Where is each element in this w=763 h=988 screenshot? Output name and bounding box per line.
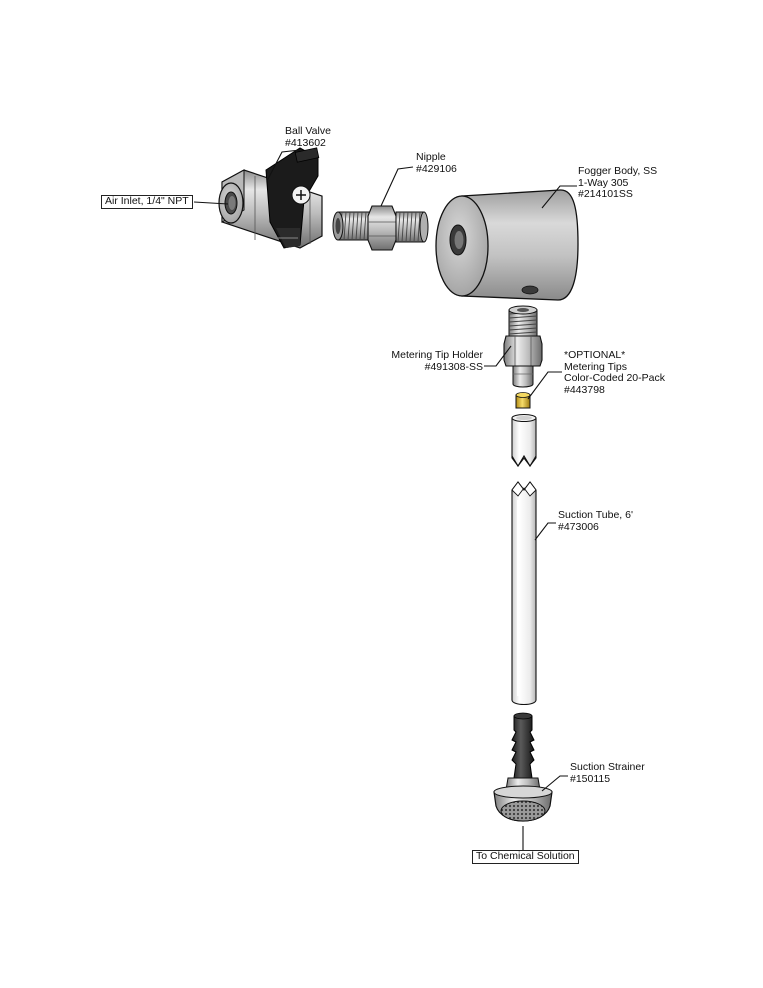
fogger-body-part-number: #214101SS	[578, 188, 633, 200]
nipple-label: Nipple #429106	[416, 151, 457, 175]
metering-tips-part-number: #443798	[564, 383, 605, 396]
fogger-body	[435, 189, 579, 301]
fogger-body-line1: Fogger Body, SS	[578, 165, 658, 177]
metering-tip-holder	[503, 305, 543, 388]
ball-valve	[218, 147, 323, 249]
air-inlet-text: Air Inlet, 1/4" NPT	[105, 195, 189, 207]
air-inlet-label: Air Inlet, 1/4" NPT	[101, 195, 193, 209]
suction-strainer-label: Suction Strainer #150115	[570, 761, 645, 785]
chemical-solution-label: To Chemical Solution	[472, 850, 579, 864]
suction-strainer-part-number: #150115	[570, 772, 611, 785]
chemical-solution-text: To Chemical Solution	[476, 850, 575, 862]
suction-tube-part-number: #473006	[558, 520, 599, 533]
ball-valve-part-number: #413602	[285, 136, 326, 149]
leader-suction-strainer	[541, 775, 568, 792]
nipple-part-number: #429106	[416, 162, 457, 175]
suction-tube-label: Suction Tube, 6' #473006	[558, 509, 633, 533]
fogger-body-label: Fogger Body, SS 1-Way 305 #214101SS	[578, 165, 658, 201]
metering-tip-holder-name: Metering Tip Holder	[391, 349, 483, 361]
nipple	[332, 205, 429, 251]
ball-valve-name: Ball Valve	[285, 125, 331, 137]
metering-tips-label: *OPTIONAL* Metering Tips Color-Coded 20-…	[564, 349, 665, 396]
suction-tube-upper	[511, 414, 537, 468]
suction-tube-lower	[511, 481, 537, 706]
nipple-name: Nipple	[416, 151, 446, 163]
ball-valve-label: Ball Valve #413602	[285, 125, 331, 149]
leader-suction-tube	[534, 522, 556, 541]
leader-ball-valve	[266, 149, 301, 182]
metering-tips-name: Metering Tips	[564, 360, 628, 373]
metering-tip	[515, 392, 531, 409]
suction-strainer-name: Suction Strainer	[570, 761, 645, 773]
leader-metering-tips	[527, 371, 562, 400]
leader-nipple	[380, 166, 414, 207]
metering-tip-holder-part-number: #491308-SS	[424, 360, 483, 373]
leader-air-inlet	[193, 201, 229, 205]
metering-tip-holder-label: Metering Tip Holder #491308-SS	[390, 349, 483, 373]
metering-tips-description: Color-Coded 20-Pack	[564, 372, 665, 384]
metering-tips-optional: *OPTIONAL*	[564, 349, 626, 361]
leader-metering-tip-holder	[484, 345, 512, 367]
fogger-body-line2: 1-Way 305	[578, 176, 629, 189]
suction-tube-name: Suction Tube, 6'	[558, 509, 633, 521]
suction-strainer	[493, 712, 553, 822]
leader-fogger-body	[541, 185, 577, 209]
